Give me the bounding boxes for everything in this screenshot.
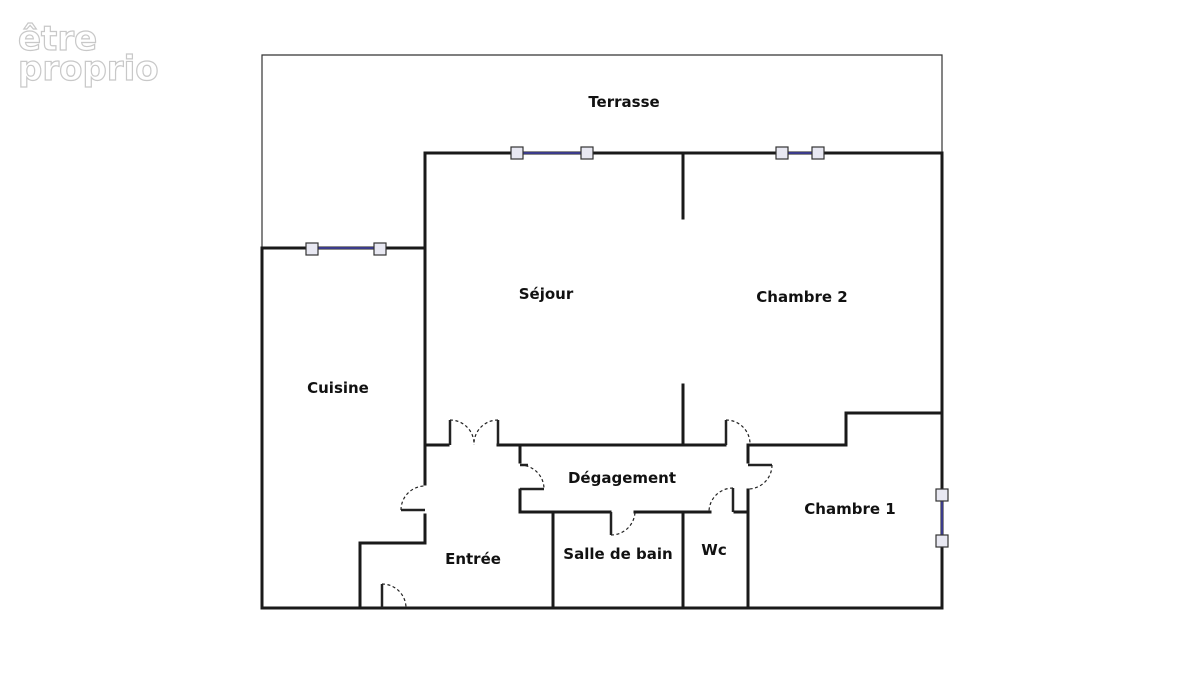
label-cuisine: Cuisine — [307, 379, 369, 397]
door-chambre1 — [747, 463, 773, 490]
door-chambre2 — [724, 419, 751, 446]
wall-chambre2-bottom — [748, 411, 944, 447]
logo-line-2: proprio — [18, 49, 159, 89]
walls — [260, 151, 944, 610]
label-chambre2: Chambre 2 — [756, 288, 847, 306]
label-chambre1: Chambre 1 — [804, 500, 895, 518]
window-chambre1 — [935, 488, 949, 548]
window-cuisine — [305, 242, 387, 256]
label-terrasse: Terrasse — [588, 93, 659, 111]
doors — [380, 419, 773, 609]
label-sejour: Séjour — [519, 285, 574, 303]
etre-proprio-logo: être proprio — [17, 18, 159, 89]
label-wc: Wc — [701, 541, 726, 559]
label-salle-de-bain: Salle de bain — [563, 545, 672, 563]
window-chambre2 — [775, 146, 825, 160]
windows — [305, 146, 949, 548]
label-degagement: Dégagement — [568, 469, 676, 487]
window-sejour — [510, 146, 594, 160]
door-sejour-double — [448, 419, 500, 446]
door-salle-de-bain — [609, 511, 636, 536]
room-labels: Terrasse Séjour Chambre 2 Cuisine Dégage… — [307, 93, 896, 568]
door-degagement-left — [519, 463, 545, 491]
logo-line-1: être — [18, 19, 97, 59]
label-entree: Entrée — [445, 550, 501, 568]
terrace-border — [261, 54, 943, 248]
door-entree — [380, 583, 407, 609]
door-cuisine — [400, 485, 426, 512]
terrace-outline — [261, 54, 943, 248]
door-wc — [708, 487, 735, 513]
wall-cuisine-entree — [358, 541, 427, 610]
